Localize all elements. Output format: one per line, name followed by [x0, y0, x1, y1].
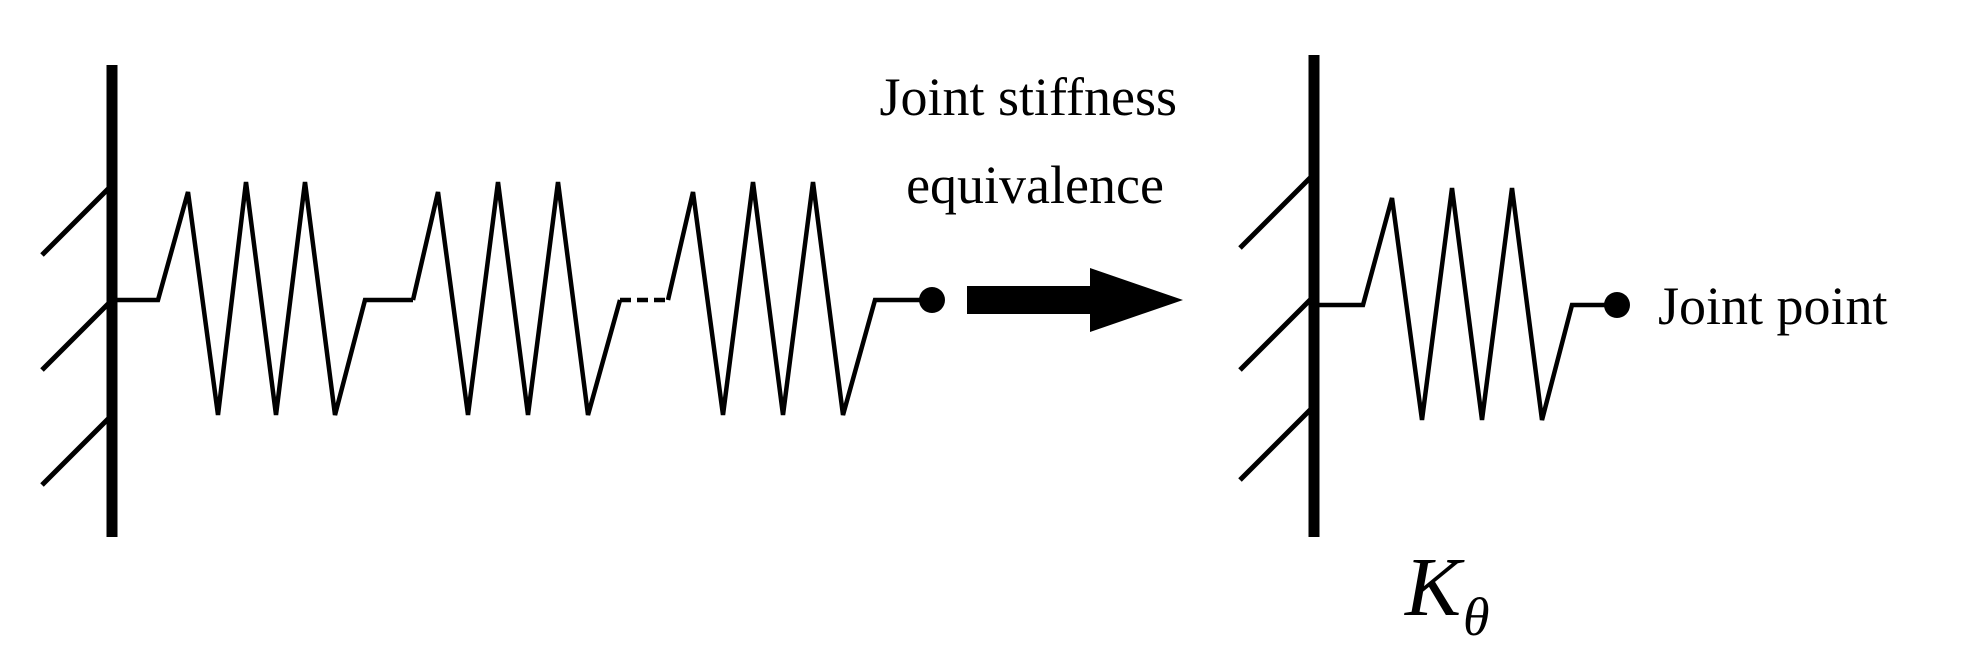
- left-hatch-3: [40, 413, 114, 487]
- stiffness-symbol: Kθ: [1404, 541, 1490, 647]
- left-fixed-support: [40, 65, 118, 537]
- joint-point-label: Joint point: [1658, 276, 1888, 336]
- equivalent-spring-coil: [1314, 187, 1617, 421]
- spring-3: [665, 181, 932, 416]
- right-hatch-1: [1238, 172, 1316, 250]
- transform-caption: Joint stiffness equivalence: [879, 67, 1190, 215]
- equivalence-arrow: [967, 268, 1183, 332]
- transform-caption-line1: Joint stiffness: [879, 67, 1177, 127]
- right-hatch-3: [1238, 404, 1316, 482]
- right-hatch-2: [1238, 294, 1316, 372]
- right-fixed-support: [1238, 55, 1320, 537]
- joint-point-node: [1604, 292, 1630, 318]
- stiffness-symbol-k: K: [1404, 541, 1465, 634]
- spring-1: [112, 181, 413, 416]
- series-springs: [112, 181, 945, 416]
- transform-caption-line2: equivalence: [906, 155, 1164, 215]
- arrow-head: [1090, 268, 1183, 332]
- arrow-shaft: [967, 286, 1097, 314]
- equivalent-spring: [1314, 187, 1630, 421]
- spring-2: [410, 181, 623, 416]
- left-hatch-1: [40, 183, 114, 257]
- left-joint-node: [919, 287, 945, 313]
- stiffness-symbol-subscript: θ: [1463, 587, 1490, 647]
- left-hatch-2: [40, 298, 114, 372]
